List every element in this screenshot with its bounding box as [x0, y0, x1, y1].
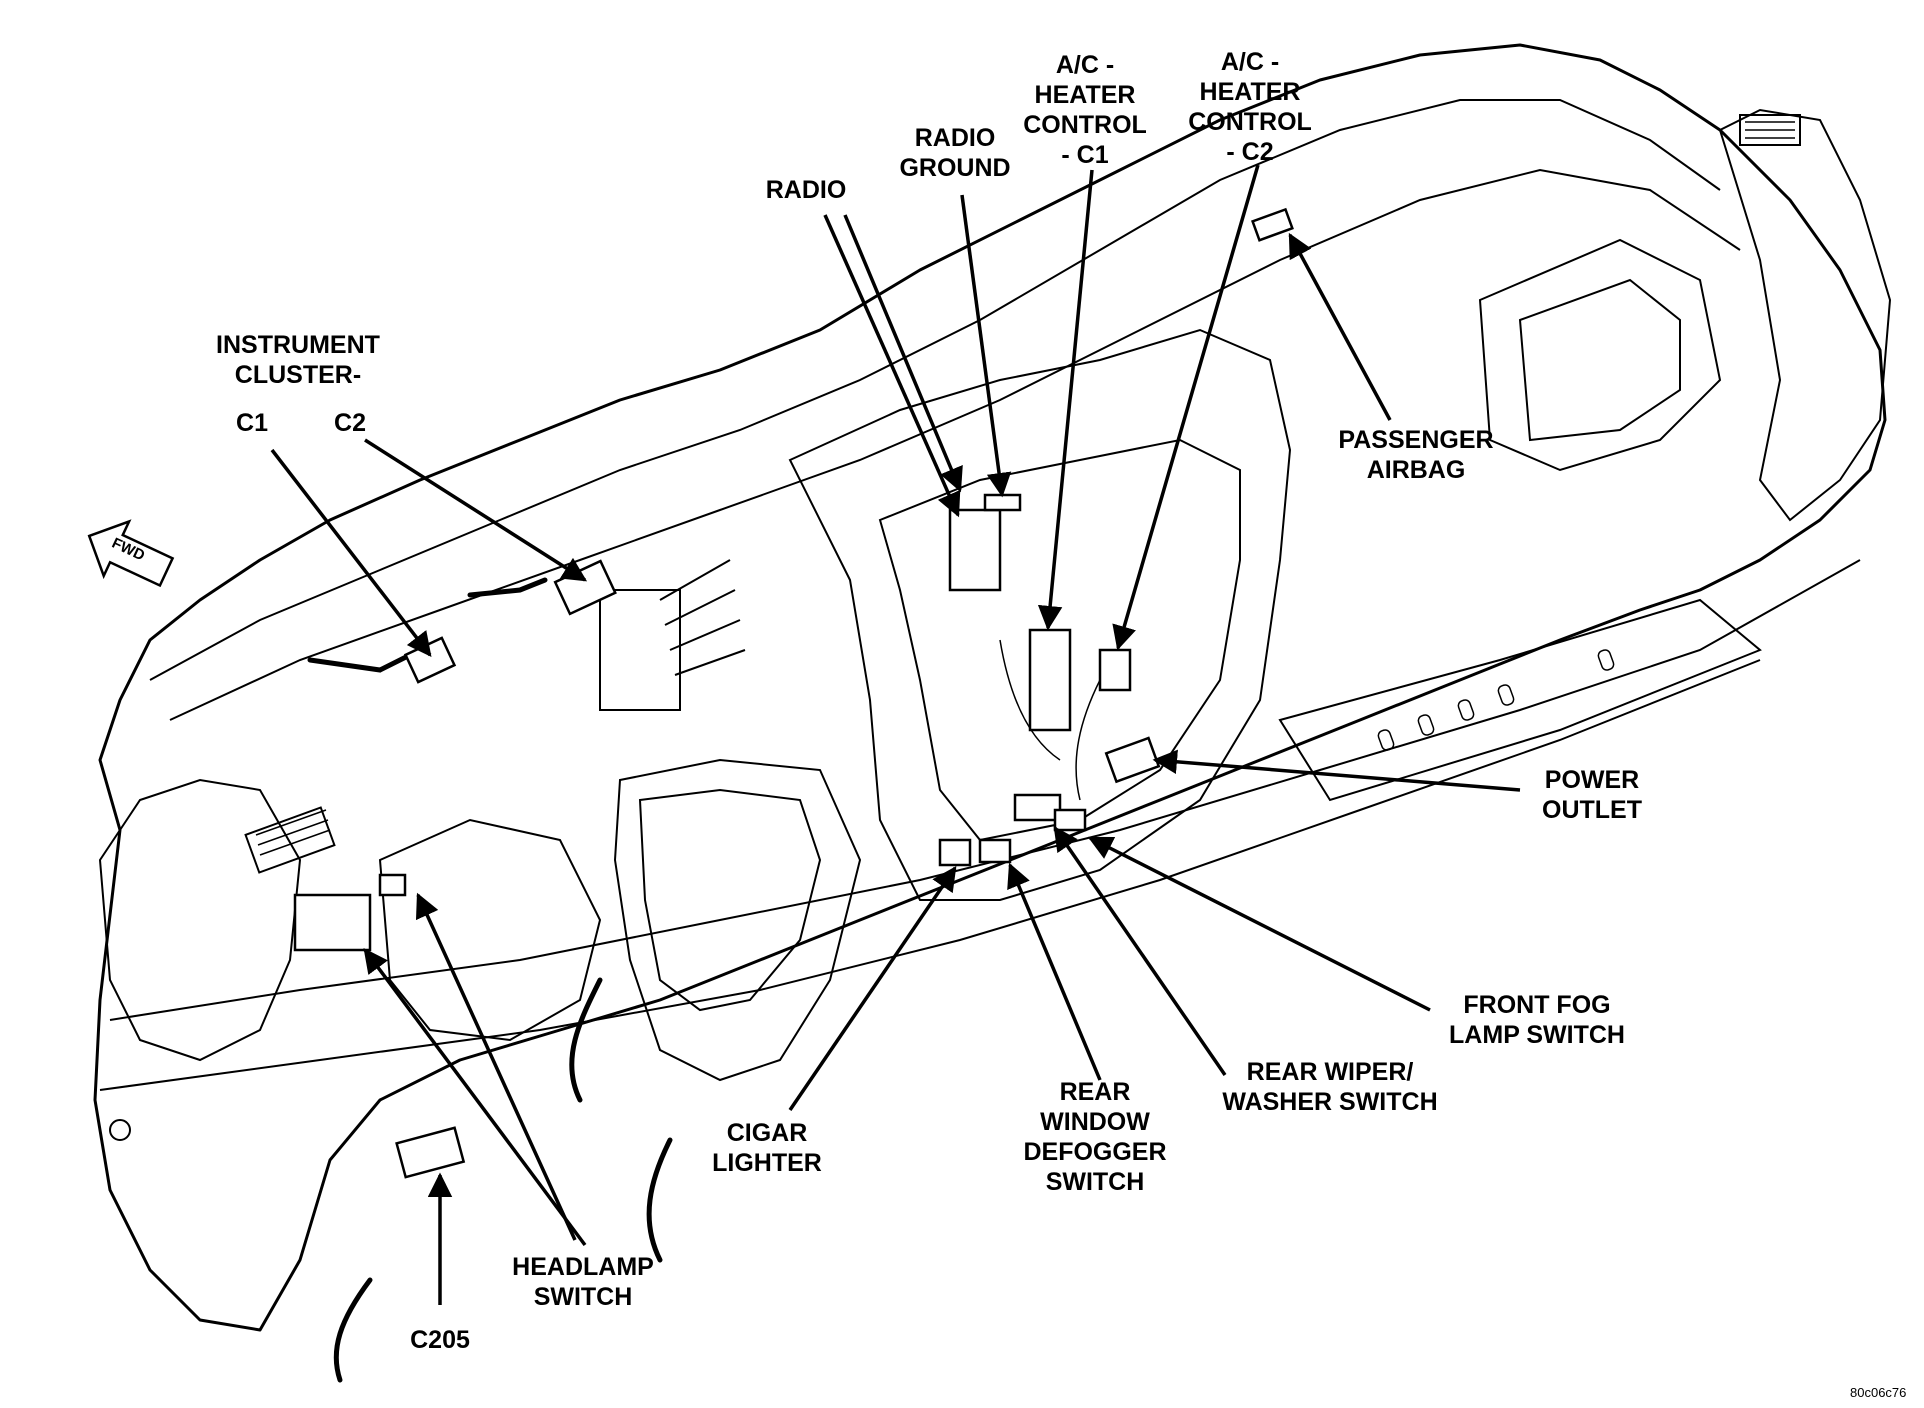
figure-code: 80c06c76 — [1850, 1385, 1907, 1400]
left-vent — [244, 806, 336, 874]
leader-headlamp-a — [363, 948, 587, 1247]
leader-radio-b — [843, 214, 963, 493]
lower-sill-2 — [99, 659, 1761, 1091]
radio-ground-connector — [983, 493, 1022, 512]
label-cluster-c2: C2 — [334, 409, 366, 437]
wiper-switch-connector — [1053, 808, 1087, 832]
label-cluster-c1: C1 — [236, 409, 268, 437]
leader-fog-lamp — [1087, 836, 1431, 1012]
leader-defogger — [1007, 862, 1102, 1081]
headlamp-switch-connector — [293, 893, 372, 952]
harness-wire-5 — [646, 1137, 673, 1263]
fog-lamp-switch-connector — [1013, 793, 1062, 822]
label-radio: RADIO — [765, 176, 847, 204]
steering-column-opening — [378, 818, 602, 1042]
fwd-arrow-icon — [87, 519, 175, 588]
passenger-airbag-connector — [1251, 207, 1294, 242]
instrument-panel-outline — [93, 43, 1887, 1332]
leader-cluster-c2 — [364, 438, 588, 582]
harness-wire-4 — [333, 1277, 373, 1383]
c205-connector — [395, 1126, 466, 1179]
center-stack — [788, 328, 1292, 901]
leader-power-outlet — [1152, 749, 1521, 792]
label-ac-heater-c1: A/C -HEATER CONTROL- C1 — [1023, 51, 1147, 169]
leader-radio-a — [823, 214, 961, 518]
headlamp-switch-connector-2 — [378, 873, 407, 897]
leader-passenger-airbag — [1288, 232, 1392, 421]
harness-wire-2 — [467, 577, 548, 598]
cigar-lighter-connector — [938, 838, 972, 867]
lower-console — [613, 758, 862, 1082]
glovebox-area — [1478, 238, 1722, 472]
leader-cigar-lighter — [788, 865, 957, 1111]
radio-connector — [948, 508, 1002, 592]
leader-cluster-c1 — [270, 448, 432, 657]
harness-wire-3 — [569, 977, 603, 1103]
label-rear-wiper-washer-switch: REAR WIPER/WASHER SWITCH — [1222, 1058, 1438, 1116]
leader-rear-wiper — [1053, 825, 1227, 1076]
label-c205: C205 — [410, 1326, 470, 1354]
defogger-switch-connector — [978, 838, 1012, 864]
leader-ac-heater-c1 — [1037, 169, 1094, 631]
duct-block — [599, 589, 681, 711]
leader-ac-heater-c2 — [1112, 164, 1260, 651]
right-vent — [1739, 114, 1801, 146]
leader-radio-ground — [960, 194, 1012, 498]
lower-sill — [109, 559, 1861, 1021]
ac-heater-c1-connector — [1028, 628, 1072, 732]
ac-heater-c2-connector — [1098, 648, 1132, 692]
upper-ridge-2 — [169, 168, 1741, 721]
knee-bolster — [1278, 598, 1762, 802]
label-ac-heater-c2: A/C -HEATER CONTROL- C2 — [1188, 48, 1312, 166]
leader-headlamp-b — [415, 892, 577, 1241]
right-end-shroud — [1718, 108, 1892, 522]
left-end-shroud — [98, 778, 302, 1062]
mount-hole — [109, 1119, 131, 1141]
center-stack-inner — [878, 438, 1241, 842]
